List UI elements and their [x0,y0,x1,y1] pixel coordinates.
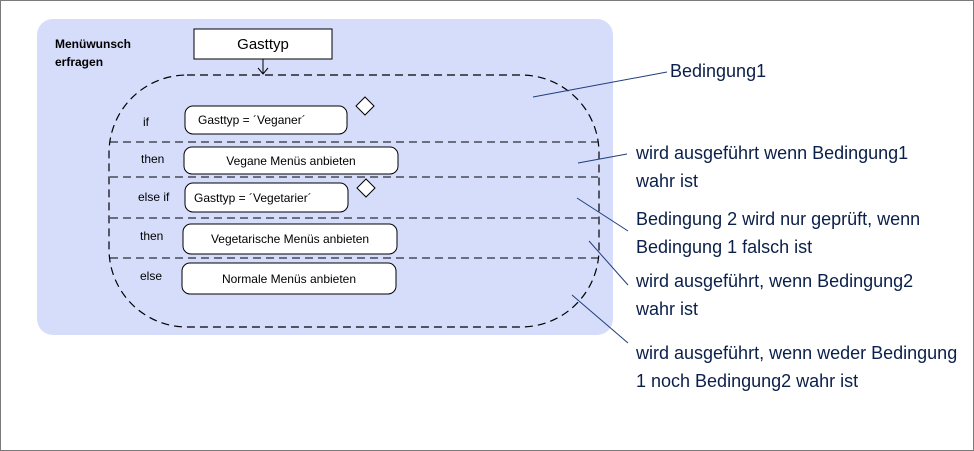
object-flow-arrowhead [257,67,269,75]
condition-label-2: Gasttyp = ´Vegetarier´ [194,190,312,205]
action-label-1: Vegane Menüs anbieten [226,153,356,168]
condition-box-1 [184,105,348,135]
clause-keyword-if: if [143,115,149,129]
action-box-1 [183,146,399,175]
object-node-box [193,28,333,60]
clause-keyword-else: else [140,269,163,283]
annotation-connector-1 [532,71,668,98]
decision-diamond-1 [355,96,375,116]
annotation-3: Bedingung 2 wird nur geprüft, wenn Bedin… [636,209,921,257]
annotation-connector-5 [571,294,629,344]
action-label-3: Normale Menüs anbieten [221,271,357,286]
clause-keyword-then: then [140,229,164,243]
annotation-connector-2 [577,153,628,164]
clause-keyword-else-if: else if [138,190,170,204]
condition-box-2 [184,182,349,213]
clause-keyword-then: then [141,152,165,166]
annotation-connector-4 [588,240,629,286]
annotation-4: wird ausgeführt, wenn Bedingung2 wahr is… [636,271,914,319]
action-label-2: Vegetarische Menüs anbieten [210,232,370,246]
action-box-3 [181,262,397,295]
decision-diamond-2 [356,178,376,198]
activity-title: Menüwunsch erfragen [55,37,132,69]
condition-label-1: Gasttyp = ´Veganer´ [198,113,306,127]
annotation-5: wird ausgeführt, wenn weder Bedingung 1 … [636,343,958,391]
action-box-2 [182,223,398,255]
annotation-connector-3 [576,197,629,232]
annotation-2: wird ausgeführt wenn Bedingung1 wahr ist [636,143,909,191]
object-node-label: Gasttyp [237,35,289,53]
annotation-1: Bedingung1 [670,61,767,81]
